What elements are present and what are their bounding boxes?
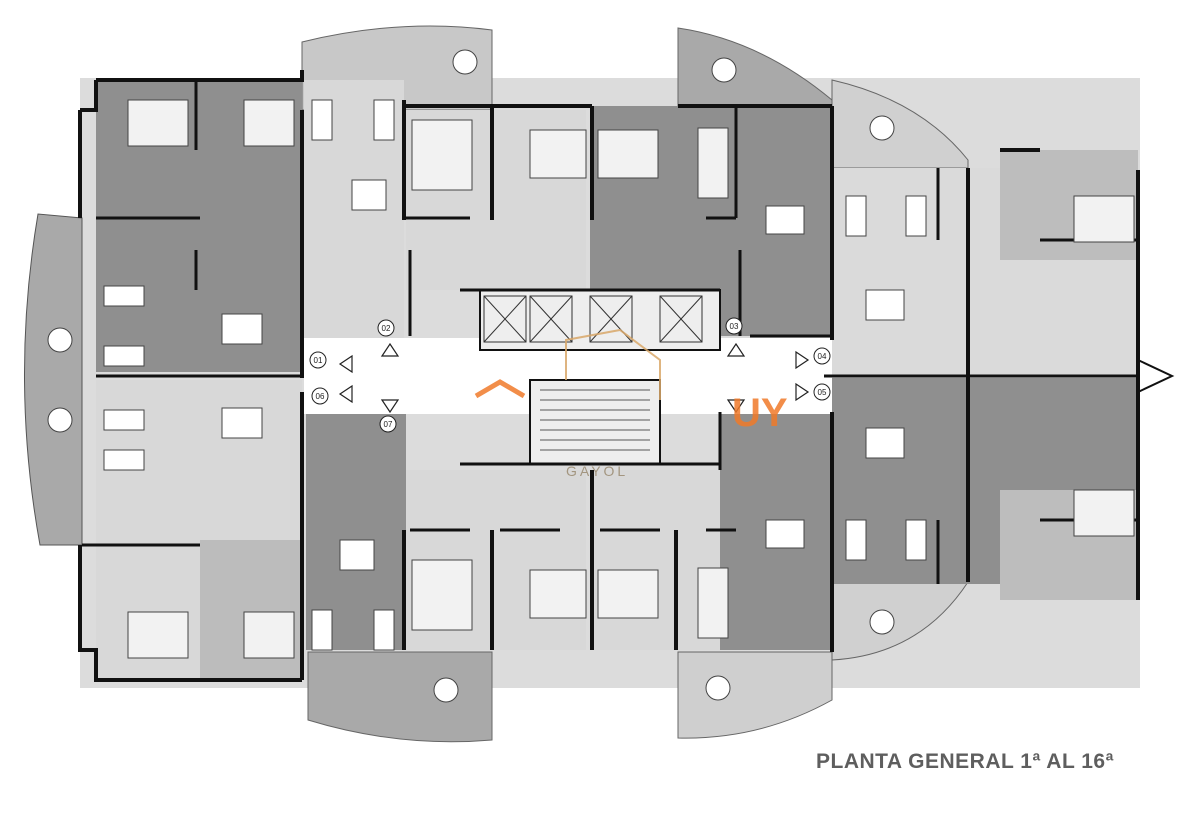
unit-06-dark-bed xyxy=(200,540,300,680)
unit-label-03: 03 xyxy=(725,317,743,335)
east-wing-tip xyxy=(1137,358,1175,394)
svg-text:05: 05 xyxy=(818,388,827,397)
stairs xyxy=(540,389,650,451)
watermark-roof-icon xyxy=(474,379,526,399)
unit-labels: 01 02 03 04 05 06 07 xyxy=(309,317,831,433)
terrace-southeast xyxy=(831,581,969,661)
svg-text:02: 02 xyxy=(382,324,391,333)
terrace-south-right xyxy=(677,651,833,739)
unit-label-05: 05 xyxy=(813,383,831,401)
unit-label-06: 06 xyxy=(311,387,329,405)
unit-label-04: 04 xyxy=(813,347,831,365)
unit-label-07: 07 xyxy=(379,415,397,433)
svg-text:03: 03 xyxy=(730,322,739,331)
watermark-house-outline xyxy=(565,328,661,400)
sofas xyxy=(103,99,927,651)
corridor-markers xyxy=(338,342,810,414)
watermark-brand-suffix: UY xyxy=(732,391,788,435)
unit-label-01: 01 xyxy=(309,351,327,369)
stair-core xyxy=(529,379,661,465)
terrace-northeast xyxy=(831,79,969,169)
unit-label-02: 02 xyxy=(377,319,395,337)
elevator-core xyxy=(479,289,721,351)
watermark-subtext: GAYOL xyxy=(566,463,628,479)
exterior-walls xyxy=(78,70,1140,682)
dining-tables xyxy=(47,49,905,703)
svg-text:06: 06 xyxy=(316,392,325,401)
svg-text:01: 01 xyxy=(314,356,323,365)
plan-title: PLANTA GENERAL 1ª AL 16ª xyxy=(816,750,1114,773)
svg-text:07: 07 xyxy=(384,420,393,429)
svg-text:04: 04 xyxy=(818,352,827,361)
beds xyxy=(127,99,1135,659)
terrace-south-left xyxy=(307,651,493,743)
terrace-north-right xyxy=(677,27,833,111)
watermark: UY GAYOL xyxy=(474,328,788,479)
terrace-west xyxy=(23,213,83,546)
